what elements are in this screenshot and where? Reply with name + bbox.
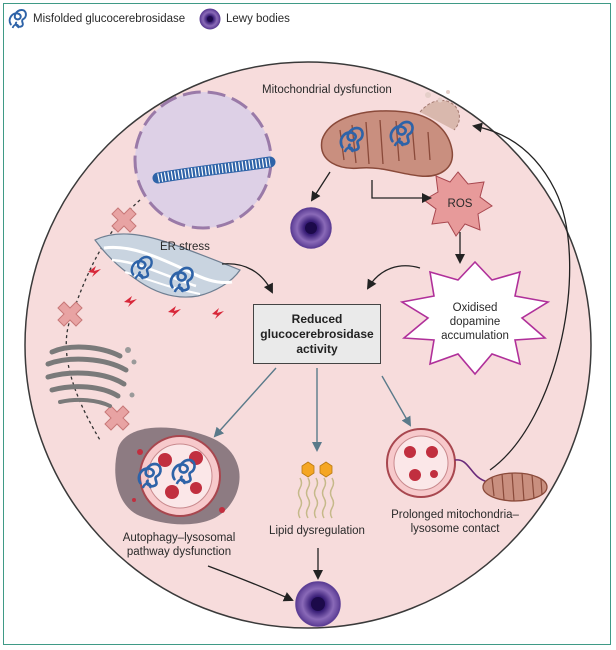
mitochondrial-dysfunction-label: Mitochondrial dysfunction	[262, 84, 392, 96]
arrow-mito-to-lewy	[310, 171, 331, 202]
ros-burst-icon	[423, 171, 493, 237]
lewy-body-icon	[295, 581, 341, 627]
arrow-autophagy-to-lewy	[207, 565, 294, 602]
block-cross-icon	[111, 207, 137, 233]
nucleus-icon	[133, 90, 276, 230]
outcome-arrows	[213, 367, 411, 452]
lipid-label: Lipid dysregulation	[269, 525, 365, 537]
oxidised-dopamine-label: Oxidised dopamine accumulation	[441, 302, 509, 342]
lewy-body-icon	[290, 207, 332, 249]
arrow-center-to-autophagy	[213, 367, 277, 438]
prolonged-contact-label: Prolonged mitochondria–lysosome contact	[391, 509, 519, 535]
ros-label: ROS	[447, 198, 473, 210]
mitochondrion-icon	[482, 472, 548, 502]
arrow-center-to-contact	[381, 375, 411, 427]
lewy-body-icon	[199, 8, 221, 30]
contact-tether	[454, 459, 489, 483]
stress-bolt-icon	[124, 296, 137, 307]
contact-lysosome-icon	[386, 428, 456, 498]
oxidised-dopamine-burst-icon	[399, 260, 551, 376]
block-cross-icon	[57, 301, 83, 327]
arrows	[207, 122, 571, 602]
arrow-er-to-center	[221, 263, 273, 294]
block-cross-icon	[104, 405, 130, 431]
autophagy-lysosome-icon	[115, 427, 240, 525]
golgi-icon	[45, 344, 137, 408]
legend-misfolded-label: Misfolded glucocerebrosidase	[33, 13, 186, 25]
center-label: Reduced glucocerebrosidase activity	[260, 311, 374, 356]
arrow-contact-to-mito	[472, 122, 571, 471]
stress-bolt-icon	[88, 266, 101, 277]
legend-lewy-label: Lewy bodies	[226, 13, 290, 25]
stress-bolt-icon	[212, 308, 224, 319]
misfolded-protein-icon	[8, 9, 27, 29]
center-box: Reduced glucocerebrosidase activity	[253, 304, 381, 364]
arrow-oxidised-to-center	[366, 265, 421, 290]
autophagy-label: Autophagy–lysosomal pathway dysfunction	[122, 532, 236, 558]
er-stress-label: ER stress	[160, 241, 210, 253]
lipid-icon	[297, 461, 335, 519]
arrow-mito-to-ros	[371, 180, 432, 203]
stress-bolt-icon	[168, 306, 181, 317]
